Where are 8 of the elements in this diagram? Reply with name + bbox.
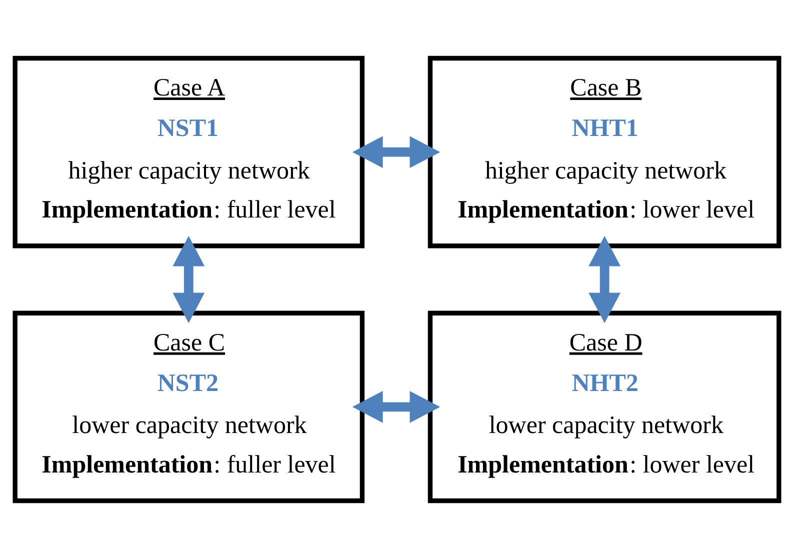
arrow xyxy=(172,235,205,323)
node-box: Case C NST2 lower capacity network Implementation: fuller level xyxy=(12,310,365,503)
arrow xyxy=(352,390,440,422)
node-box: Case B NHT1 higher capacity network Implementation: lower level xyxy=(428,55,782,248)
node-box: Case D NHT2 lower capacity network Implementation: lower level xyxy=(428,310,782,503)
arrow xyxy=(588,235,621,323)
node-box: Case A NST1 higher capacity network Implementation: fuller level xyxy=(12,55,365,248)
arrow xyxy=(352,136,440,168)
